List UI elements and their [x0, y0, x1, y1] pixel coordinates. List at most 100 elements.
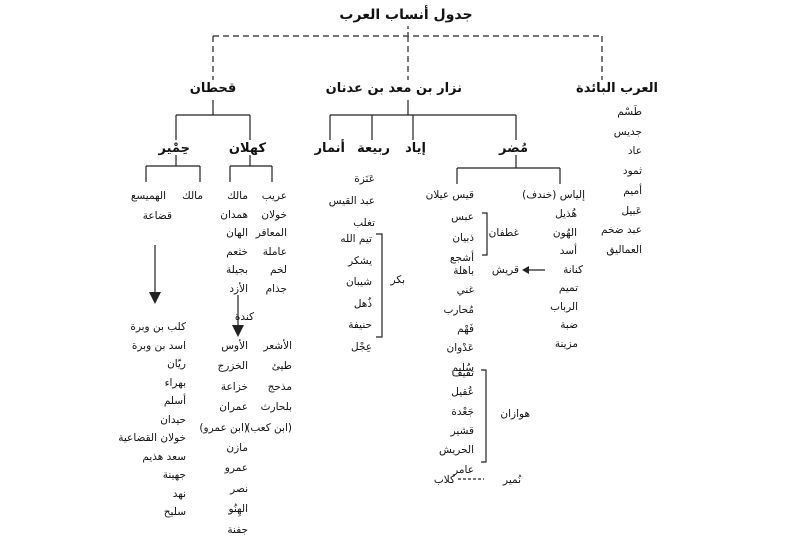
himyar-tribe: أسلم	[163, 395, 186, 407]
ilyas-tribe: الهُون	[552, 226, 577, 239]
hawazin-tribe: ثقيف	[451, 367, 474, 379]
node-rabia: ربيعة	[357, 141, 390, 156]
hawazin-tribe: جَعْدة	[451, 405, 474, 418]
kahlan-tribe: جذام	[265, 283, 287, 295]
extinct-tribe: عبد ضخم	[601, 224, 642, 237]
himyar-tribe: سعد هذيم	[142, 450, 186, 463]
himyar-tribe: ريّان	[167, 358, 186, 370]
node-mudar: مُضر	[499, 141, 528, 156]
node-himyar: حِمْير	[158, 141, 190, 156]
kahlan-tribe: عمرو	[224, 462, 248, 475]
hawazin-tribe: قشير	[450, 424, 474, 437]
node-qays-aylan: قيس عيلان	[425, 189, 474, 201]
node-ghatafan: غطفان	[488, 227, 519, 239]
ilyas-tribe: مزينة	[554, 337, 578, 350]
kahlan-tribe: (ابن عمرو)	[199, 421, 248, 434]
extinct-tribe: عاد	[627, 145, 642, 158]
node-nizar: نزار بن معد بن عدنان	[325, 81, 462, 96]
kahlan-tribe: خولان	[261, 208, 287, 221]
hawazin-tribe: عامر	[453, 463, 474, 476]
extinct-tribe: ثمود	[622, 165, 642, 178]
kahlan-tribe: عريب	[261, 190, 287, 202]
kahlan-tribe: خزاعة	[220, 380, 248, 393]
bakr-tribe: حنيفة	[348, 319, 372, 331]
kahlan-tribe: خثعم	[226, 245, 248, 258]
hawazin-tribe: الحريش	[439, 444, 474, 457]
hawazin-tribe: عُقيل	[451, 386, 474, 399]
extinct-tribe: أميم	[623, 184, 642, 197]
himyar-tribe: جهينة	[162, 469, 186, 481]
node-kahlan: كهلان	[228, 141, 266, 156]
node-bakr: بكر	[390, 274, 405, 286]
node-qudaa: قضاعة	[142, 210, 172, 222]
kahlan-tribe: الخزرج	[217, 360, 248, 373]
himyar-tribe: اسد بن وبرة	[131, 339, 186, 352]
node-hawazin: هوازان	[500, 408, 530, 420]
kahlan-tribe: نصر	[230, 482, 248, 495]
kahlan-tribe: الهان	[226, 227, 248, 240]
node-anmar: أنمار	[314, 141, 345, 156]
ilyas-tribe: ضبة	[560, 319, 578, 331]
ilyas-tribe: أسد	[559, 245, 577, 257]
node-qahtan: قحطان	[189, 81, 237, 96]
connector-lines	[145, 26, 603, 480]
kahlan-tribe: الأوس	[221, 340, 248, 352]
himyar-tribe: نهد	[172, 487, 186, 500]
kahlan-tribe: عمران	[219, 401, 248, 414]
ilyas-tribe: الرباب	[550, 300, 578, 313]
kahlan-tribe: (ابن كعب)	[246, 421, 292, 434]
ghatafan-tribe: أشجع	[449, 252, 474, 264]
extinct-tribe: العماليق	[606, 243, 642, 256]
node-humaysa: الهميسع	[130, 190, 166, 202]
bakr-tribe: عِجْل	[351, 340, 372, 353]
kahlan-tribe: مازن	[226, 442, 248, 454]
kahlan-tribe: الهِنُو	[228, 503, 248, 516]
bakr-tribe: ذُهل	[353, 297, 372, 310]
node-ilyas: إلياس (خندف)	[522, 189, 585, 201]
kahlan-tribe: لخم	[270, 264, 287, 277]
kahlan-tribe: الأشعر	[263, 340, 292, 352]
node-quraysh: قريش	[491, 264, 519, 276]
himyar-tribe: سليح	[163, 506, 186, 518]
kahlan-tribe: بجيلة	[226, 264, 248, 277]
kahlan-tribe: همدان	[220, 208, 248, 221]
kahlan-tribe: مالك	[227, 190, 248, 202]
ghatafan-tribe: عبس	[451, 211, 474, 223]
rabia-tribe: تغلب	[353, 217, 375, 229]
kahlan-tribe: عاملة	[262, 245, 287, 258]
page-title: جدول أنساب العرب	[339, 7, 473, 23]
qays-tribe: غني	[456, 284, 474, 297]
kahlan-tribe: المعافر	[255, 227, 287, 240]
node-extinct-arabs: العرب البائدة	[576, 81, 658, 96]
kahlan-tribe: الأزد	[229, 283, 248, 295]
node-kilab: كلاب	[433, 474, 455, 486]
himyar-tribe: حيدان	[160, 413, 186, 426]
himyar-tribe: بهراء	[164, 376, 186, 389]
node-kinda: كندة	[234, 311, 254, 323]
rabia-tribe: عبد القيس	[328, 195, 375, 207]
bakr-tribe: تيم الله	[340, 233, 372, 245]
kahlan-tribe: مذحج	[267, 380, 292, 393]
node-himyar-malik: مالك	[182, 190, 203, 202]
kahlan-tribe: طيئ	[271, 360, 292, 373]
ilyas-tribe: تميم	[558, 282, 578, 294]
bakr-tribe: شيبان	[345, 276, 372, 288]
qays-tribe: عَدْوان	[446, 342, 474, 355]
node-kinana: كنانة	[563, 264, 583, 276]
qays-tribe: سُليم	[451, 361, 474, 374]
himyar-tribe: خولان القضاعية	[118, 432, 186, 444]
node-numayr: نُمير	[503, 474, 521, 486]
node-iyad: إياد	[405, 141, 426, 156]
rabia-tribe: عَنَزة	[354, 173, 375, 185]
kahlan-tribe: جفنة	[227, 523, 248, 536]
ilyas-tribe: هُذيل	[555, 208, 577, 220]
extinct-tribe: عَبيل	[621, 204, 642, 217]
ghatafan-tribe: ذبيان	[452, 231, 474, 244]
bakr-tribe: يشكر	[348, 254, 372, 267]
himyar-tribe: كلب بن وبرة	[130, 321, 186, 333]
kahlan-tribe: بلحارث	[260, 401, 292, 414]
qays-tribe: مُحارب	[443, 303, 474, 316]
extinct-tribe: جديس	[613, 125, 642, 138]
qays-tribe: باهلة	[453, 265, 474, 277]
extinct-tribe: طَسْم	[617, 106, 642, 118]
